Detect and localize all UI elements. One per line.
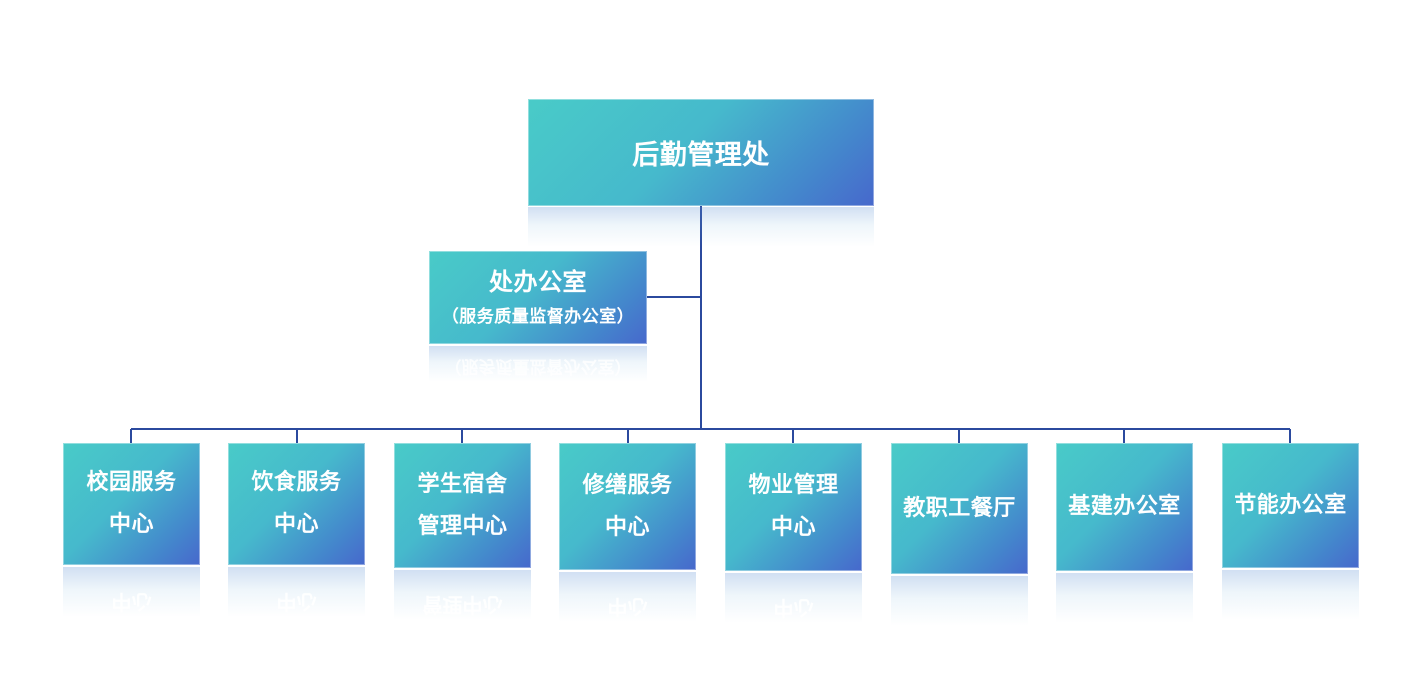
child-reflection-text: 中心 (607, 595, 648, 619)
child-node-property-management: 物业管理 中心 (725, 443, 862, 571)
root-node-reflection (528, 207, 874, 247)
child-node-catering-service: 饮食服务 中心 (228, 443, 365, 565)
child-reflection-text: 中心 (773, 596, 814, 620)
child-label-line2: 管理中心 (417, 513, 508, 539)
staff-office-label: 处办公室 (489, 267, 587, 296)
root-node: 后勤管理处 (528, 99, 874, 206)
child-node-repair-service: 修缮服务 中心 (559, 443, 696, 570)
staff-office-reflection-text: （服务质量监督办公室） (444, 356, 632, 376)
staff-office-node: 处办公室 （服务质量监督办公室） (429, 251, 647, 344)
child-reflection-text: 管理中心 (422, 593, 503, 617)
child-label-line2: 中心 (273, 512, 319, 537)
child-label-line1: 教职工餐厅 (903, 495, 1016, 521)
child-node-reflection (1222, 570, 1359, 620)
child-reflection-text: 中心 (276, 590, 317, 614)
child-label-line1: 节能办公室 (1234, 492, 1347, 518)
child-node-energy-office: 节能办公室 (1222, 443, 1359, 568)
child-node-reflection (891, 576, 1028, 626)
child-reflection-text: 中心 (111, 590, 152, 614)
child-node-construction-office: 基建办公室 (1056, 443, 1193, 571)
child-label-line2: 中心 (604, 514, 650, 540)
child-node-reflection: 中心 (559, 572, 696, 622)
child-node-campus-service: 校园服务 中心 (63, 443, 200, 565)
child-label-line1: 物业管理 (748, 473, 839, 498)
child-node-reflection: 管理中心 (394, 570, 531, 620)
child-label-line1: 基建办公室 (1068, 494, 1181, 519)
child-node-staff-canteen: 教职工餐厅 (891, 443, 1028, 574)
child-node-reflection: 中心 (725, 573, 862, 623)
child-label-line1: 修缮服务 (582, 472, 673, 498)
root-label: 后勤管理处 (632, 140, 770, 171)
child-node-reflection: 中心 (228, 567, 365, 617)
child-label-line2: 中心 (108, 512, 154, 537)
child-label-line1: 学生宿舍 (417, 471, 508, 497)
child-label-line2: 中心 (770, 515, 816, 540)
child-node-reflection: 中心 (63, 567, 200, 617)
staff-office-reflection: （服务质量监督办公室） (429, 346, 647, 382)
staff-office-sublabel: （服务质量监督办公室） (441, 306, 635, 327)
child-label-line1: 饮食服务 (251, 470, 342, 495)
child-node-reflection (1056, 573, 1193, 623)
child-label-line1: 校园服务 (86, 470, 177, 495)
child-node-dormitory-management: 学生宿舍 管理中心 (394, 443, 531, 568)
